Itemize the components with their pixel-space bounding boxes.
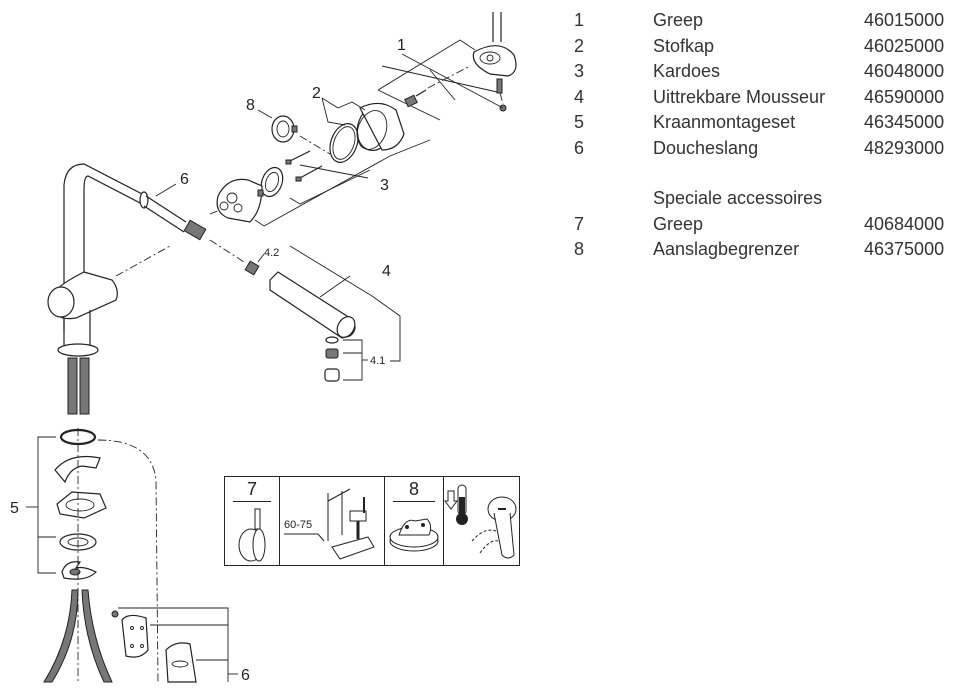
part-code: 46375000 (864, 239, 945, 259)
part-number: 3 (574, 61, 585, 81)
part-name: Stofkap (653, 35, 715, 56)
part-name: Kraanmontageset (653, 112, 796, 132)
stop-limiter-part-8 (271, 115, 298, 143)
callout-4: 4 (382, 263, 391, 280)
threaded-shank (67, 357, 90, 415)
part-row: 6 Doucheslang 48293000 (560, 136, 958, 162)
part-number: 2 (574, 35, 585, 56)
section-heading: Speciale accessoires (560, 186, 958, 212)
mounting-set-part-5 (54, 428, 107, 580)
part-name: Doucheslang (653, 137, 759, 158)
part-name: Uittrekbare Mousseur (653, 86, 826, 107)
accessory-row: 7 Greep 40684000 (560, 212, 958, 238)
callout-8: 8 (246, 97, 255, 114)
divider (393, 501, 435, 502)
callout-4-2: 4.2 (264, 247, 279, 259)
dust-cap-part-2 (329, 102, 405, 163)
part-code: 46015000 (864, 10, 945, 30)
part-code: 40684000 (864, 213, 945, 234)
stop-limiter-accessory-icon (389, 518, 439, 552)
handle-part-1 (472, 12, 517, 112)
screw-1 (404, 65, 471, 108)
temperature-limit-cell (444, 477, 519, 565)
faucet-spout-body (47, 163, 149, 357)
callout-1-leader (377, 39, 504, 121)
section-title: Speciale accessoires (653, 188, 823, 208)
part-code: 46345000 (864, 112, 945, 132)
handle-accessory-icon (238, 508, 266, 562)
accessory-row: 8 Aanslagbegrenzer 46375000 (560, 237, 958, 263)
part-number: 8 (574, 239, 585, 259)
part-number: 7 (574, 213, 585, 234)
part-name: Aanslagbegrenzer (653, 239, 800, 259)
accessory-panel: 7 60-75 8 (224, 476, 520, 566)
thermometer-lever-icon (444, 484, 517, 559)
part-code: 46048000 (864, 61, 945, 81)
part-row: 4 Uittrekbare Mousseur 46590000 (560, 85, 958, 111)
callout-5: 5 (10, 500, 19, 517)
part-code: 46025000 (864, 35, 945, 56)
pull-out-spray-part-4: 4.2 (244, 247, 356, 382)
exploded-parts-drawing: 1 2 8 3 (10, 12, 517, 684)
installation-dimension-icon (284, 488, 375, 560)
callout-2: 2 (312, 85, 321, 102)
part-row: 5 Kraanmontageset 46345000 (560, 110, 958, 136)
cartridge-part-3 (216, 150, 323, 223)
callout-2-leader (321, 97, 366, 111)
accessory-number-7: 7 (246, 479, 257, 499)
part-row: 2 Stofkap 46025000 (560, 34, 958, 60)
part-number: 5 (574, 112, 585, 132)
callout-4-1: 4.1 (370, 355, 385, 367)
part-code: 48293000 (864, 137, 945, 158)
shower-hose-part-6 (143, 195, 245, 263)
part-name: Greep (653, 10, 704, 30)
part-number: 6 (574, 137, 585, 158)
dimension-label: 60-75 (284, 519, 313, 531)
callout-6-bottom-leader (118, 607, 229, 682)
parts-list: 1 Greep 46015000 2 Stofkap 46025000 3 Ka… (560, 8, 958, 263)
part-code: 46590000 (864, 86, 945, 107)
callout-5-leader (37, 436, 56, 574)
accessory-cell-8: 8 (385, 477, 444, 565)
part-name: Kardoes (653, 61, 721, 81)
accessory-number-8: 8 (408, 479, 419, 499)
installation-cell: 60-75 (280, 477, 385, 565)
hose-guide-part-6 (111, 610, 197, 683)
part-row: 1 Greep 46015000 (560, 8, 958, 34)
callout-6-top: 6 (180, 171, 189, 188)
callout-1: 1 (397, 37, 406, 54)
callout-6-bottom: 6 (241, 667, 250, 684)
part-name: Greep (653, 213, 704, 234)
divider (233, 501, 271, 502)
supply-hoses (43, 589, 113, 683)
part-number: 1 (574, 10, 585, 30)
part-number: 4 (574, 86, 585, 107)
part-row: 3 Kardoes 46048000 (560, 59, 958, 85)
accessory-cell-7: 7 (225, 477, 280, 565)
callout-3: 3 (380, 177, 389, 194)
